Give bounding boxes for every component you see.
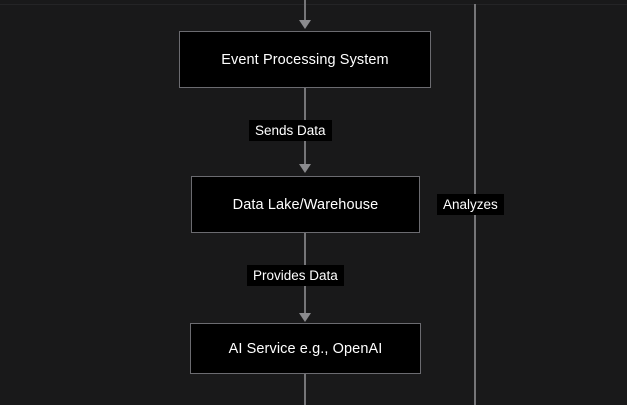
node-event-processing-system[interactable]: Event Processing System: [179, 31, 431, 88]
edge-line-incoming-top: [304, 0, 306, 22]
edge-label-sends-data: Sends Data: [249, 120, 332, 141]
top-divider: [0, 4, 627, 5]
arrowhead-into-event-node: [299, 20, 311, 29]
edge-label-analyzes: Analyzes: [437, 194, 504, 215]
edge-label-provides-data: Provides Data: [247, 265, 344, 286]
arrowhead-into-ai-node: [299, 313, 311, 322]
arrowhead-into-lake-node: [299, 164, 311, 173]
edge-line-outgoing-bottom: [304, 374, 306, 405]
node-ai-service-openai[interactable]: AI Service e.g., OpenAI: [190, 323, 421, 374]
node-data-lake-warehouse[interactable]: Data Lake/Warehouse: [191, 176, 420, 233]
